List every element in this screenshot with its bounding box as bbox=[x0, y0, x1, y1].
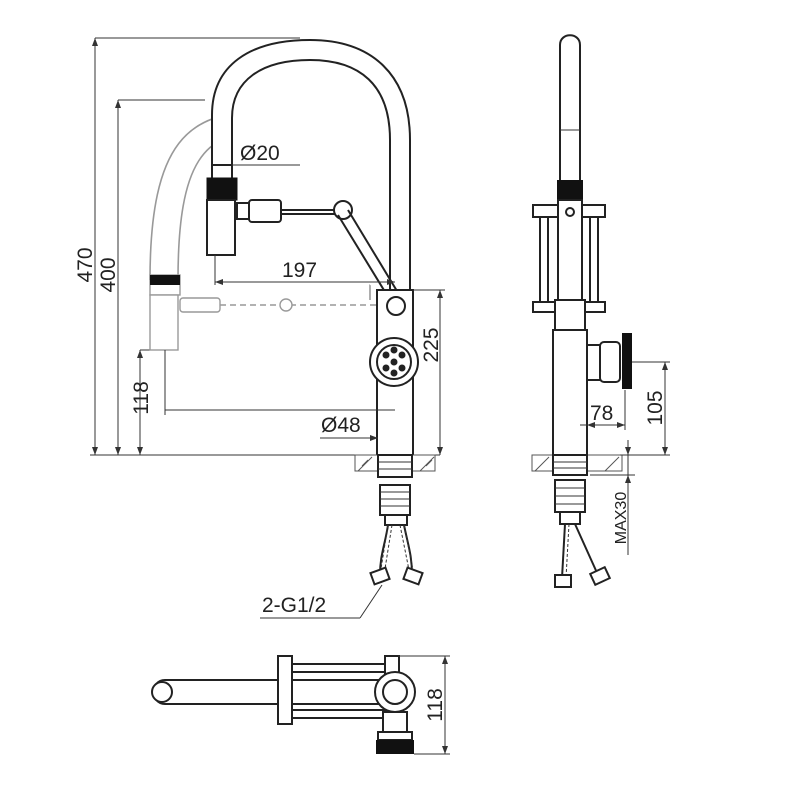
dim-total-height: 470 bbox=[74, 247, 97, 282]
dim-ghost-outlet-height: 118 bbox=[130, 381, 153, 414]
dim-body-height: 225 bbox=[420, 327, 443, 362]
dim-handle-offset: 78 bbox=[590, 402, 613, 425]
front-view-dimension-lines bbox=[164, 164, 445, 619]
dim-handle-height: 105 bbox=[644, 390, 667, 425]
dim-max-counter-thickness: MAX30 bbox=[613, 492, 630, 545]
side-view bbox=[531, 34, 632, 588]
dim-spout-diameter: Ø20 bbox=[240, 142, 280, 165]
side-view-dimension-lines bbox=[580, 361, 670, 555]
front-view bbox=[90, 37, 440, 586]
dim-spout-height: 400 bbox=[97, 257, 120, 292]
plan-view bbox=[151, 655, 416, 754]
dim-base-diameter: Ø48 bbox=[321, 414, 361, 437]
dim-plan-depth: 118 bbox=[424, 688, 447, 721]
dim-hose-connection: 2-G1/2 bbox=[262, 594, 326, 617]
dim-reach: 197 bbox=[282, 259, 317, 282]
plan-view-dimension-lines bbox=[398, 655, 450, 755]
